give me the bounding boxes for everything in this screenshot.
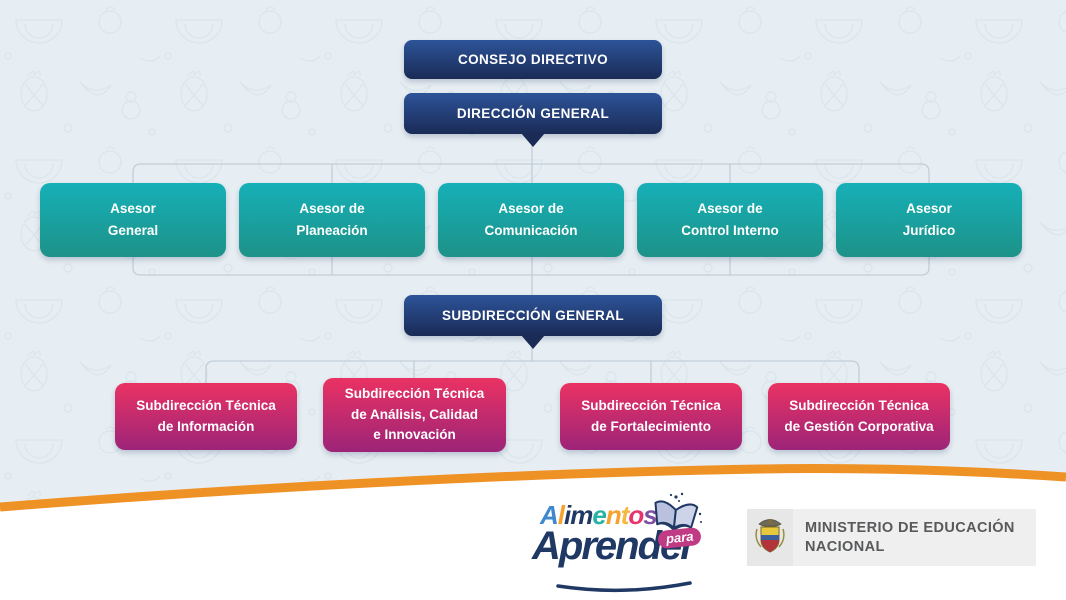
node-label: Asesor General bbox=[107, 201, 159, 238]
node-label: Subdirección Técnica de Información bbox=[136, 397, 276, 434]
node-direccion-general: DIRECCIÓN GENERAL bbox=[404, 93, 662, 134]
logo-letter: s bbox=[643, 500, 658, 530]
program-logo: Alimentos para Aprender bbox=[528, 492, 728, 596]
footer-curve-band bbox=[0, 464, 1066, 600]
node-label: Asesor Jurídico bbox=[902, 201, 956, 238]
node-consejo-directivo: CONSEJO DIRECTIVO bbox=[404, 40, 662, 79]
logo-letter: t bbox=[620, 500, 630, 530]
node-label: Subdirección Técnica de Análisis, Calida… bbox=[344, 385, 485, 443]
logo-letter: l bbox=[557, 500, 565, 530]
node-subdireccion-gestion-corporativa: Subdirección Técnica de Gestión Corporat… bbox=[768, 383, 950, 450]
logo-letter: o bbox=[628, 500, 644, 530]
node-asesor-comunicacion: Asesor de Comunicación bbox=[438, 183, 624, 257]
logo-word-alimentos: Alimentos bbox=[540, 500, 658, 531]
ministry-name-line2: NACIONAL bbox=[805, 538, 885, 555]
colombia-coat-of-arms-icon bbox=[747, 509, 793, 566]
node-label: Subdirección Técnica de Fortalecimiento bbox=[581, 397, 721, 434]
node-subdireccion-general: SUBDIRECCIÓN GENERAL bbox=[404, 295, 662, 336]
node-label: Subdirección Técnica de Gestión Corporat… bbox=[784, 397, 934, 434]
node-label: Asesor de Comunicación bbox=[484, 201, 578, 238]
ministry-logo-block: MINISTERIO DE EDUCACIÓN NACIONAL bbox=[747, 509, 1036, 566]
logo-para-badge: para bbox=[657, 526, 703, 550]
node-label: Asesor de Control Interno bbox=[681, 201, 779, 238]
node-subdireccion-analisis: Subdirección Técnica de Análisis, Calida… bbox=[323, 378, 506, 452]
logo-letter: A bbox=[540, 500, 559, 530]
logo-letter: m bbox=[570, 500, 593, 530]
node-label: CONSEJO DIRECTIVO bbox=[457, 52, 609, 67]
ministry-name-line1: MINISTERIO DE EDUCACIÓN bbox=[805, 519, 1015, 536]
node-asesor-general: Asesor General bbox=[40, 183, 226, 257]
logo-letter: e bbox=[592, 500, 607, 530]
logo-letter: i bbox=[564, 500, 571, 530]
node-subdireccion-informacion: Subdirección Técnica de Información bbox=[115, 383, 297, 450]
logo-letter: n bbox=[605, 500, 622, 530]
node-subdireccion-fortalecimiento: Subdirección Técnica de Fortalecimiento bbox=[560, 383, 742, 450]
node-label: DIRECCIÓN GENERAL bbox=[456, 106, 610, 121]
ministry-name: MINISTERIO DE EDUCACIÓN NACIONAL bbox=[793, 519, 1015, 557]
node-label: SUBDIRECCIÓN GENERAL bbox=[441, 308, 624, 323]
node-asesor-juridico: Asesor Jurídico bbox=[836, 183, 1022, 257]
node-asesor-control-interno: Asesor de Control Interno bbox=[637, 183, 823, 257]
node-asesor-planeacion: Asesor de Planeación bbox=[239, 183, 425, 257]
node-label: Asesor de Planeación bbox=[296, 201, 368, 238]
open-book-icon bbox=[654, 492, 702, 532]
logo-swoosh-underline bbox=[556, 581, 692, 593]
